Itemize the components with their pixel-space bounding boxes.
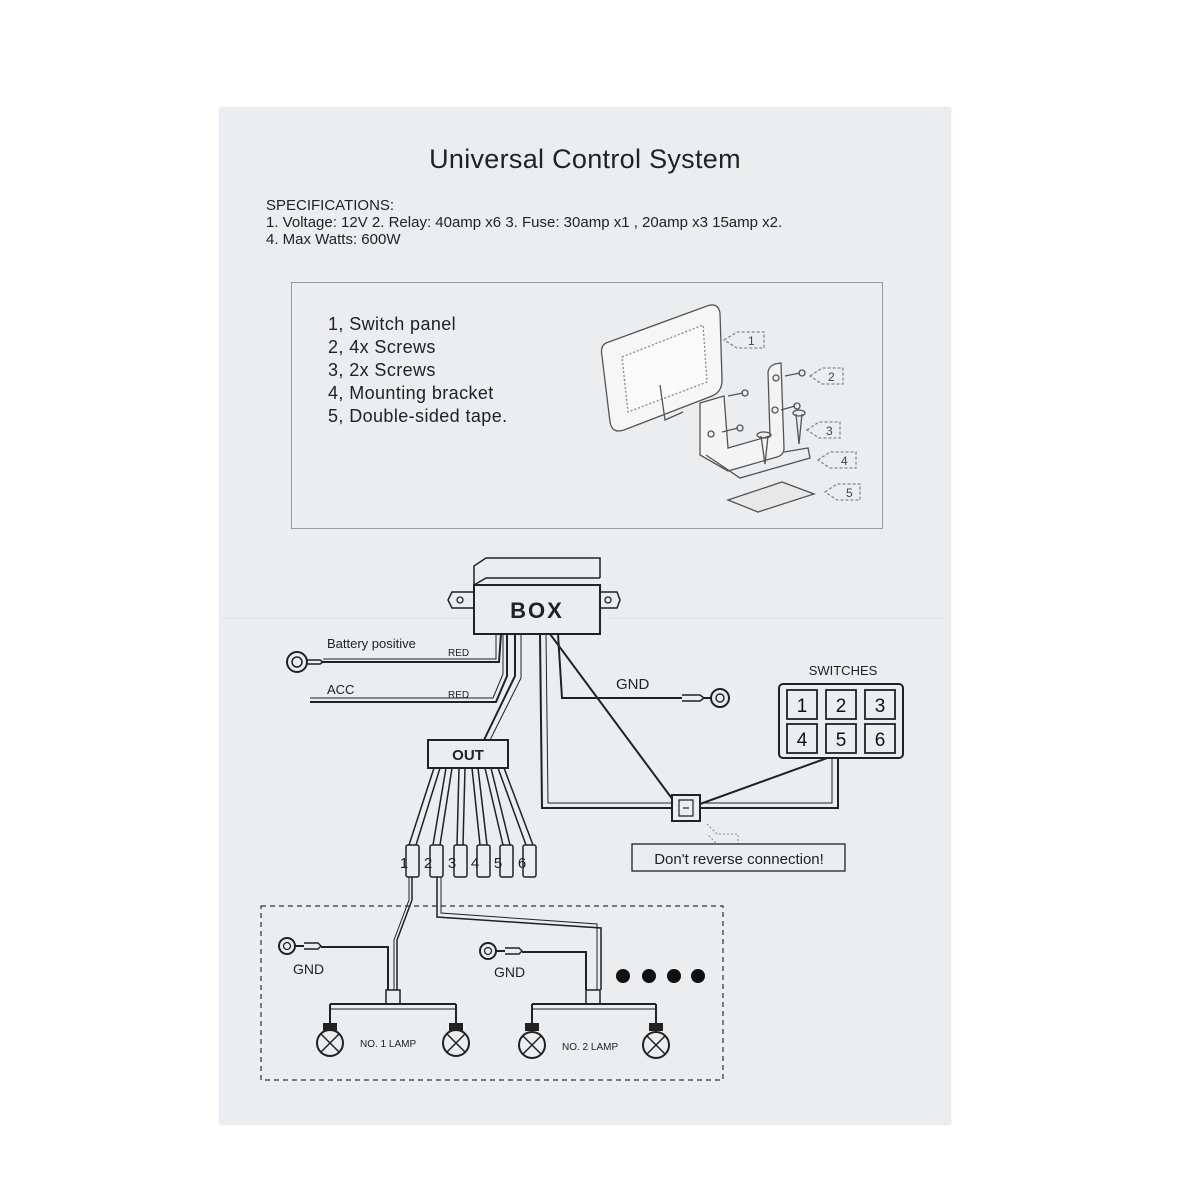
battery-positive-label: Battery positive <box>327 636 416 651</box>
callout-4: 4 <box>841 454 848 468</box>
specifications-heading: SPECIFICATIONS: <box>266 197 395 214</box>
out-number-2: 2 <box>424 855 432 872</box>
battery-wire <box>286 633 502 673</box>
bracket-illustration <box>699 362 811 479</box>
switch-key-1: 1 <box>797 696 808 717</box>
callout-arrows <box>722 331 861 501</box>
lamp-area <box>260 905 724 1081</box>
callout-2: 2 <box>828 370 835 384</box>
switch-key-labels: 1 2 3 4 5 6 <box>797 696 886 751</box>
switch-key-2: 2 <box>836 696 847 717</box>
parts-panel <box>291 282 883 529</box>
parts-item-switch-panel: 1, Switch panel <box>328 314 457 334</box>
specifications: SPECIFICATIONS: 1. Voltage: 12V 2. Relay… <box>266 197 782 248</box>
switch-feed-wire <box>539 633 672 809</box>
parts-item-4x-screws: 2, 4x Screws <box>328 337 436 357</box>
lamp2-gnd-label: GND <box>494 964 525 980</box>
control-box <box>447 557 621 635</box>
acc-label: ACC <box>327 682 354 697</box>
gnd-label: GND <box>616 676 650 693</box>
more-lamps-dots <box>616 969 705 983</box>
lamp-group-1 <box>278 937 470 1057</box>
switch-key-4: 4 <box>797 730 808 751</box>
gnd-wire <box>557 633 730 708</box>
out-numbers: 1 2 3 4 5 6 <box>400 855 526 872</box>
parts-item-2x-screws: 3, 2x Screws <box>328 360 436 380</box>
out-box <box>427 739 509 769</box>
parts-item-double-sided-tape: 5, Double-sided tape. <box>328 406 508 426</box>
switches-label: SWITCHES <box>809 663 878 678</box>
parts-list: 1, Switch panel 2, 4x Screws 3, 2x Screw… <box>328 313 508 428</box>
out-branch-wires <box>408 767 534 846</box>
warning-box <box>631 843 846 872</box>
callout-1: 1 <box>748 334 755 348</box>
callout-5: 5 <box>846 486 853 500</box>
switch-key-3: 3 <box>875 696 886 717</box>
specifications-line-1: 1. Voltage: 12V 2. Relay: 40amp x6 3. Fu… <box>266 214 783 231</box>
reverse-connector <box>671 794 701 822</box>
switch-panel-illustration <box>600 304 723 432</box>
parts-illustration <box>600 304 861 513</box>
lamp1-gnd-label: GND <box>293 961 324 977</box>
switch-keys <box>786 689 896 754</box>
callout-3: 3 <box>826 424 833 438</box>
out-number-1: 1 <box>400 855 408 872</box>
out-number-6: 6 <box>518 855 526 872</box>
switch-key-6: 6 <box>875 730 886 751</box>
screws-illustration <box>721 369 806 465</box>
out-number-4: 4 <box>471 855 479 872</box>
switch-key-5: 5 <box>836 730 847 751</box>
out-number-5: 5 <box>494 855 502 872</box>
out-number-3: 3 <box>448 855 456 872</box>
out-label: OUT <box>452 747 484 764</box>
parts-item-mounting-bracket: 4, Mounting bracket <box>328 383 494 403</box>
battery-red-label: RED <box>448 648 469 659</box>
out-wire <box>483 634 516 741</box>
callout-numbers: 1 2 3 4 5 <box>748 334 853 500</box>
document-title: Universal Control System <box>429 144 741 174</box>
lamp2-label: NO. 2 LAMP <box>562 1042 618 1053</box>
box-label: BOX <box>510 598 564 623</box>
acc-red-label: RED <box>448 690 469 701</box>
tape-illustration <box>726 481 816 513</box>
lamp-group-2 <box>479 942 670 1059</box>
lamp1-label: NO. 1 LAMP <box>360 1039 416 1050</box>
out-fuses <box>405 844 537 878</box>
acc-wire <box>310 634 508 703</box>
specifications-line-2: 4. Max Watts: 600W <box>266 231 401 248</box>
warning-text: Don't reverse connection! <box>654 851 824 868</box>
